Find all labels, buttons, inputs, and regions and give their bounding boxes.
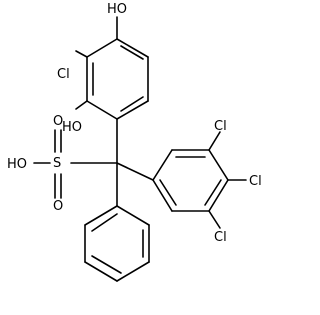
- molecule-structure: HO Cl HO Cl Cl Cl S O O HO: [7, 2, 262, 282]
- dihydroxy-chloro-phenyl-ring: [86, 38, 149, 120]
- chlorine-label-3: Cl: [214, 119, 227, 134]
- hydroxyl-label-left: HO: [62, 120, 82, 135]
- sulfur-label: S: [53, 156, 61, 171]
- chlorine-label-4: Cl: [249, 174, 262, 189]
- chlorine-label-ring: Cl: [57, 67, 70, 82]
- hydroxyl-label-top: HO: [107, 2, 127, 17]
- structure-canvas: HO Cl HO Cl Cl Cl S O O HO: [7, 2, 262, 282]
- oxygen-label-top: O: [53, 114, 63, 129]
- trichlorophenyl-ring: [152, 149, 229, 212]
- sulfonic-hydroxyl-label: HO: [7, 157, 27, 172]
- phenyl-ring: [84, 205, 150, 282]
- chlorine-label-5: Cl: [214, 230, 227, 245]
- oxygen-label-bottom: O: [53, 199, 63, 214]
